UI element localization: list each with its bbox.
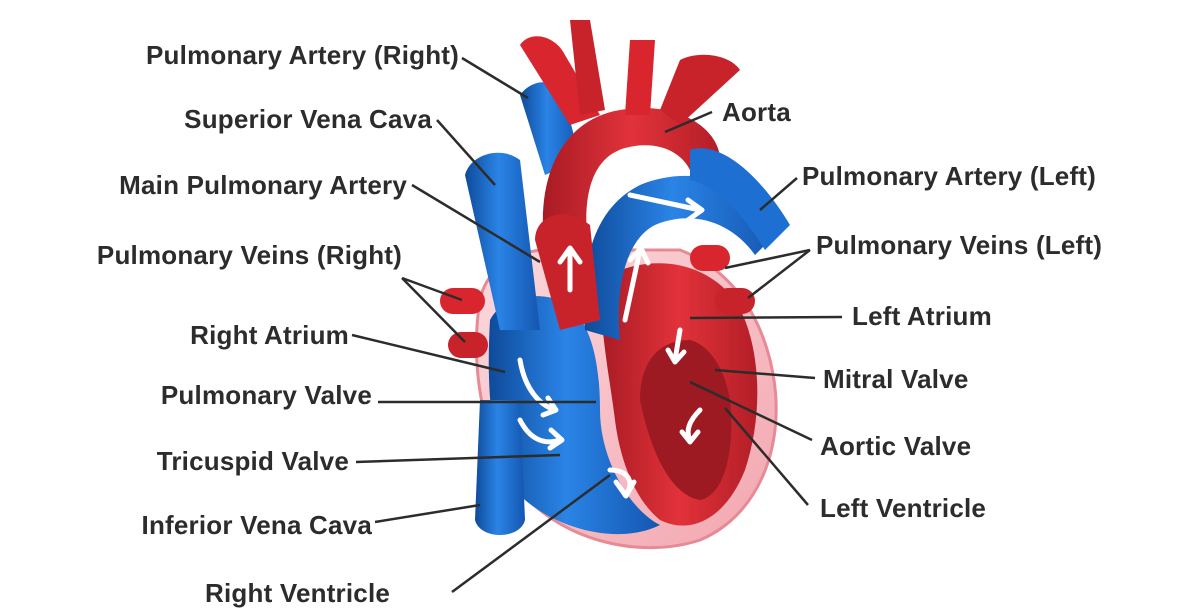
pulmonary-vein-right-2 [448,332,488,358]
label-left-ventricle: Left Ventricle [820,495,986,521]
inferior-vena-cava [475,400,525,535]
label-mitral-valve: Mitral Valve [823,366,968,392]
label-pulmonary-veins-left: Pulmonary Veins (Left) [816,232,1102,258]
label-pulmonary-valve: Pulmonary Valve [161,382,372,408]
aorta-branch-3 [625,40,655,115]
label-tricuspid-valve: Tricuspid Valve [157,448,349,474]
pulmonary-vein-left-2 [715,288,755,314]
label-inferior-vena-cava: Inferior Vena Cava [142,512,372,538]
label-pulmonary-artery-right: Pulmonary Artery (Right) [146,42,459,68]
label-superior-vena-cava: Superior Vena Cava [184,106,432,132]
label-pulmonary-artery-left: Pulmonary Artery (Left) [802,163,1096,189]
label-left-atrium: Left Atrium [852,303,992,329]
label-right-atrium: Right Atrium [190,322,349,348]
pulmonary-vein-left-1 [690,245,730,271]
label-pulmonary-veins-right: Pulmonary Veins (Right) [97,242,402,268]
label-aorta: Aorta [722,99,791,125]
label-main-pulmonary-artery: Main Pulmonary Artery [119,172,407,198]
pulmonary-vein-right-1 [440,288,485,314]
label-aortic-valve: Aortic Valve [820,433,971,459]
label-right-ventricle: Right Ventricle [205,580,390,606]
